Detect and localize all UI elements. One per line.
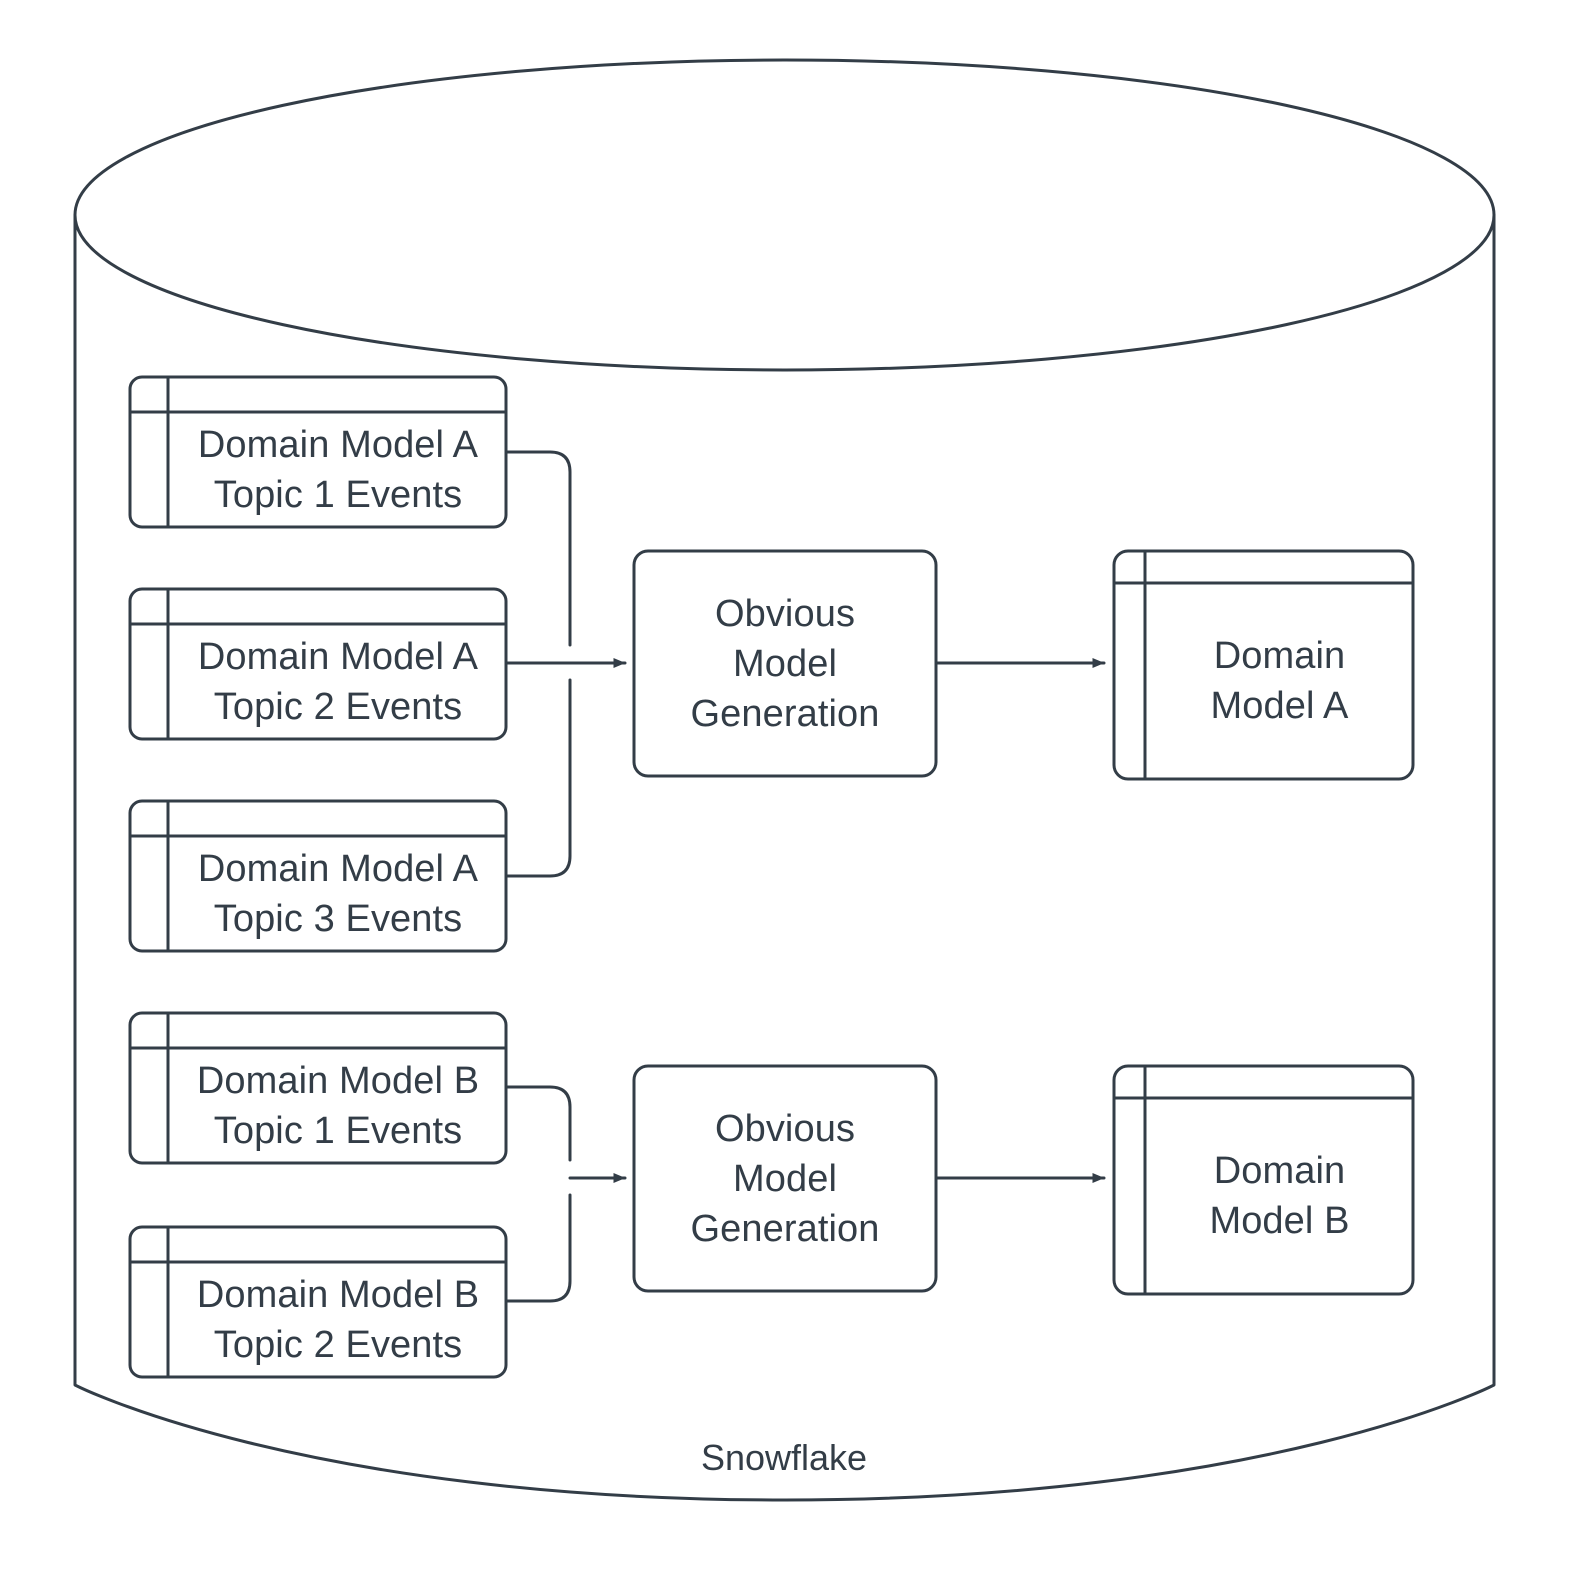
table-node-outline[interactable] xyxy=(128,1011,508,1165)
table-node-outline[interactable] xyxy=(1112,549,1415,781)
edge-topic3-to-generation-a xyxy=(504,678,572,878)
node-domain-model-a-topic-1[interactable] xyxy=(128,375,508,529)
edges-group-b xyxy=(504,1085,1106,1303)
table-node-outline[interactable] xyxy=(128,1225,508,1379)
node-domain-model-a-topic-2[interactable] xyxy=(128,587,508,741)
table-node-outline[interactable] xyxy=(128,587,508,741)
snowflake-container-label: Snowflake xyxy=(700,1437,868,1478)
table-node-outline[interactable] xyxy=(1112,1064,1415,1296)
cylinder-top-ellipse xyxy=(73,58,1496,372)
node-domain-model-b-topic-1[interactable] xyxy=(128,1011,508,1165)
node-domain-model-b-topic-2[interactable] xyxy=(128,1225,508,1379)
node-domain-model-a[interactable] xyxy=(1112,549,1415,781)
process-node-outline[interactable] xyxy=(632,1064,938,1293)
edges-group-a xyxy=(504,450,1106,878)
edge-b-topic1-to-generation-b xyxy=(504,1085,572,1162)
process-node-outline[interactable] xyxy=(632,549,938,778)
table-node-outline[interactable] xyxy=(128,375,508,529)
table-node-outline[interactable] xyxy=(128,799,508,953)
node-domain-model-a-topic-3[interactable] xyxy=(128,799,508,953)
node-obvious-model-generation-b[interactable] xyxy=(632,1064,938,1293)
edge-topic1-to-generation-a xyxy=(504,450,572,647)
node-domain-model-b[interactable] xyxy=(1112,1064,1415,1296)
node-obvious-model-generation-a[interactable] xyxy=(632,549,938,778)
edge-b-topic2-to-generation-b xyxy=(504,1193,572,1303)
